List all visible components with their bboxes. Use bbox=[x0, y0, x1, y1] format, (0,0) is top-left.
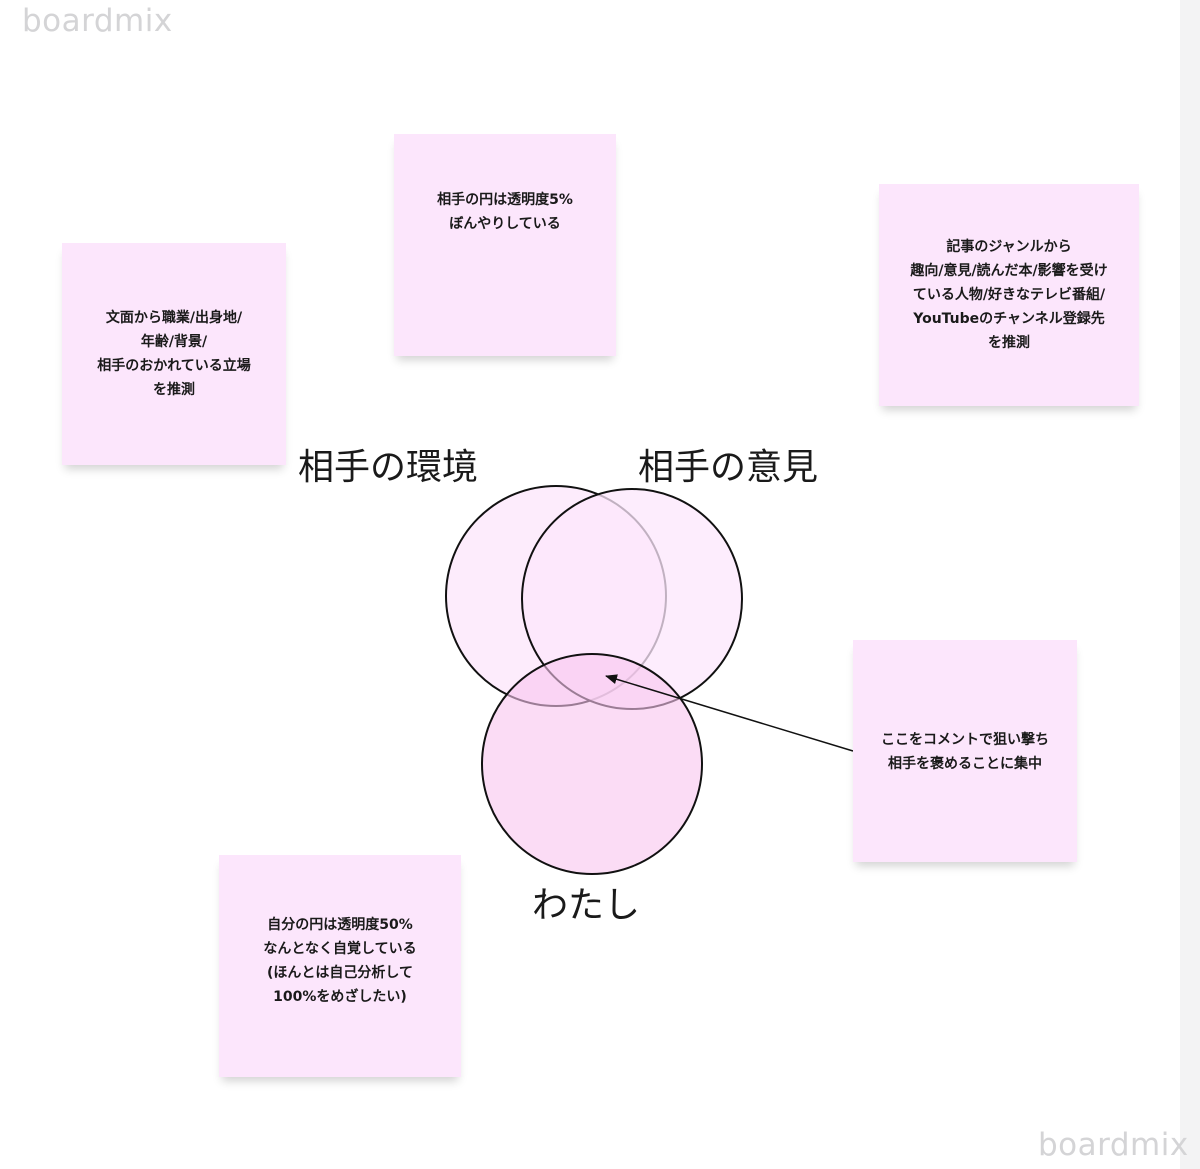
sticky-note-text: 文面から職業/出身地/ 年齢/背景/ 相手のおかれている立場 を推測 bbox=[97, 310, 251, 398]
watermark-top: boardmix bbox=[22, 3, 173, 39]
sticky-note-environment[interactable]: 文面から職業/出身地/ 年齢/背景/ 相手のおかれている立場 を推測 bbox=[62, 243, 286, 465]
target-arrow[interactable] bbox=[605, 674, 854, 752]
sticky-note-text: 記事のジャンルから 趣向/意見/読んだ本/影響を受け ている人物/好きなテレビ番… bbox=[910, 239, 1108, 351]
sticky-note-transparency-50[interactable]: 自分の円は透明度50% なんとなく自覚している (ほんとは自己分析して 100%… bbox=[219, 855, 461, 1077]
sticky-note-text: 相手の円は透明度5% ぼんやりしている bbox=[437, 192, 573, 232]
sticky-note-text: 自分の円は透明度50% なんとなく自覚している (ほんとは自己分析して 100%… bbox=[263, 917, 417, 1005]
label-me: わたし bbox=[532, 885, 641, 926]
venn-circles bbox=[445, 485, 743, 875]
sticky-note-genre[interactable]: 記事のジャンルから 趣向/意見/読んだ本/影響を受け ている人物/好きなテレビ番… bbox=[879, 184, 1139, 406]
sticky-note-text: ここをコメントで狙い撃ち 相手を褒めることに集中 bbox=[881, 732, 1049, 772]
label-environment: 相手の環境 bbox=[298, 447, 479, 488]
sticky-note-transparency-5[interactable]: 相手の円は透明度5% ぼんやりしている bbox=[394, 134, 616, 356]
watermark-bottom: boardmix bbox=[1038, 1127, 1189, 1163]
label-opinion: 相手の意見 bbox=[638, 447, 819, 488]
canvas-edge-strip bbox=[1180, 0, 1200, 1169]
sticky-note-target[interactable]: ここをコメントで狙い撃ち 相手を褒めることに集中 bbox=[853, 640, 1077, 862]
circle-me[interactable] bbox=[481, 653, 703, 875]
